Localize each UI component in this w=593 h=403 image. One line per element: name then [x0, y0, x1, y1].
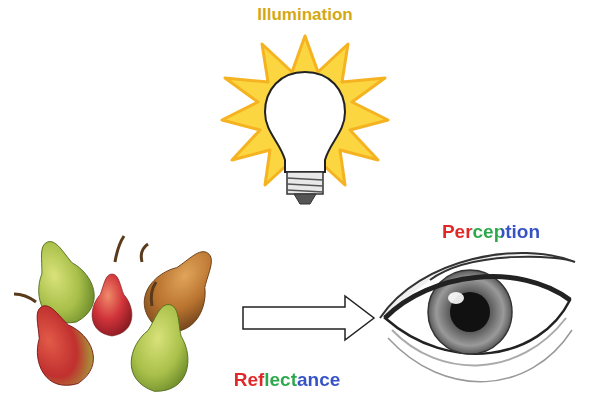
- perception-label: Perception: [442, 221, 540, 243]
- illumination-label: Illumination: [257, 5, 352, 25]
- pears: [14, 233, 231, 397]
- light-bulb: [222, 36, 388, 204]
- reflectance-label: Reflectance: [234, 369, 341, 391]
- eye: [380, 253, 575, 382]
- hollow-arrow: [243, 296, 374, 340]
